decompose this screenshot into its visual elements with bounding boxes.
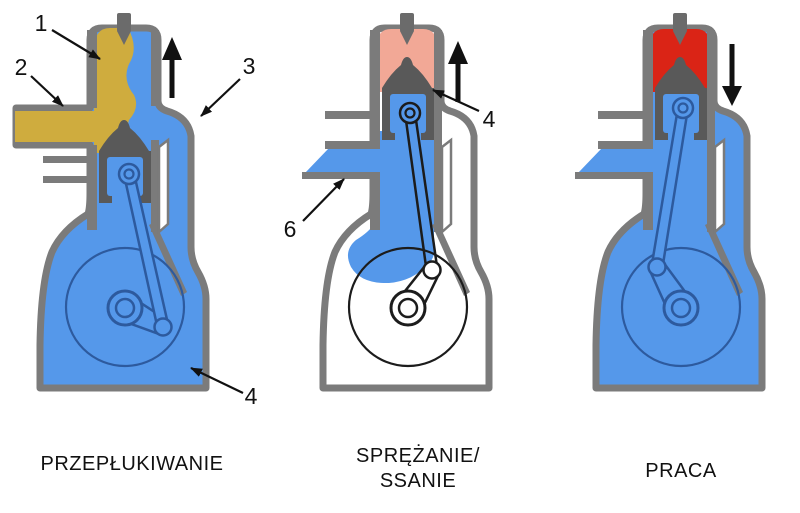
callouts: 1 2 3 4 4 6 [15,10,496,409]
callout-2: 2 [15,54,28,80]
cylinder-wall-right [434,30,442,232]
callout-2-arrow [30,75,64,107]
intake-pipe-gas [578,148,653,173]
cylinder-wall-right-upper [151,30,159,106]
motion-arrow-up [162,37,182,98]
transfer-channel-slot [440,137,453,235]
piston-pin-bore [677,102,689,114]
crank-hub-bore [397,297,419,319]
crank-pin [153,317,173,337]
intake-pipe-gas [305,148,380,173]
piston-pin-bore [123,168,135,180]
crank-hub-bore [114,297,136,319]
crank-pin [422,260,442,280]
callout-4-left-arrow [190,367,244,394]
cylinder-wall-left-upper [370,30,380,149]
callout-6: 6 [284,216,297,242]
flywheel [620,246,742,368]
piston-pin [117,162,141,186]
motion-arrow-down [722,44,742,106]
motion-arrow-up [448,41,468,102]
crankcase-shoulder-wall [705,222,743,296]
callout-4-left: 4 [245,383,258,409]
cooling-fin [325,111,373,119]
exhaust-pipe-gas [15,111,97,142]
callout-1: 1 [35,10,48,36]
callout-6-arrow [302,178,345,222]
cylinder-wall-left-lower [370,172,380,230]
cylinder-wall-left-lower [643,172,653,230]
caption-compression-line1: SPRĘŻANIE/ [356,444,480,467]
caption-compression-line2: SSANIE [380,470,456,492]
spark-plug-tip [673,31,687,45]
callout-3-arrow [200,78,241,117]
callout-4-mid-arrow [432,88,480,113]
cooling-fin [325,141,373,149]
callout-4-mid: 4 [483,106,496,132]
engine-stage-compression-intake [302,13,493,392]
engine-stage-power [575,13,766,392]
piston-pin-bore [404,107,416,119]
caption-power: PRACA [645,460,717,482]
crankcase-shoulder-wall [432,222,470,296]
cylinder-wall-left-lower [87,145,97,230]
crank-hub [389,289,427,327]
flywheel [347,246,469,368]
caption-scavenging: PRZEPŁUKIWANIE [41,453,224,475]
spark-plug [673,13,687,32]
cooling-fin [43,176,90,183]
spark-plug-tip [117,31,131,45]
spark-plug-tip [400,31,414,45]
piston-pin [398,101,422,125]
transfer-channel-slot [157,137,170,235]
intake-pipe-wall [575,172,653,179]
cooling-fin [598,111,646,119]
cylinder-wall-left-upper [643,30,653,149]
spark-plug [400,13,414,32]
flywheel [64,246,186,368]
crank-hub-bore [670,297,692,319]
callout-3: 3 [243,53,256,79]
crank-hub [662,289,700,327]
intake-pipe-wall [302,172,380,179]
cylinder-wall-right-lower [151,140,159,232]
crankcase-shoulder-wall [149,222,187,296]
cooling-fin [598,141,646,149]
spark-plug [117,13,131,32]
crank-hub [106,289,144,327]
cooling-fin [43,156,90,163]
cylinder-wall-left-upper [87,30,97,108]
cylinder-wall-right [707,30,715,232]
transfer-channel-slot [713,137,726,235]
callout-1-arrow [51,29,101,60]
engine-stage-scavenging [12,13,210,392]
stage-captions: PRZEPŁUKIWANIE SPRĘŻANIE/ SSANIE PRACA [41,444,717,492]
crank-pin [647,257,667,277]
piston-pin [671,96,695,120]
